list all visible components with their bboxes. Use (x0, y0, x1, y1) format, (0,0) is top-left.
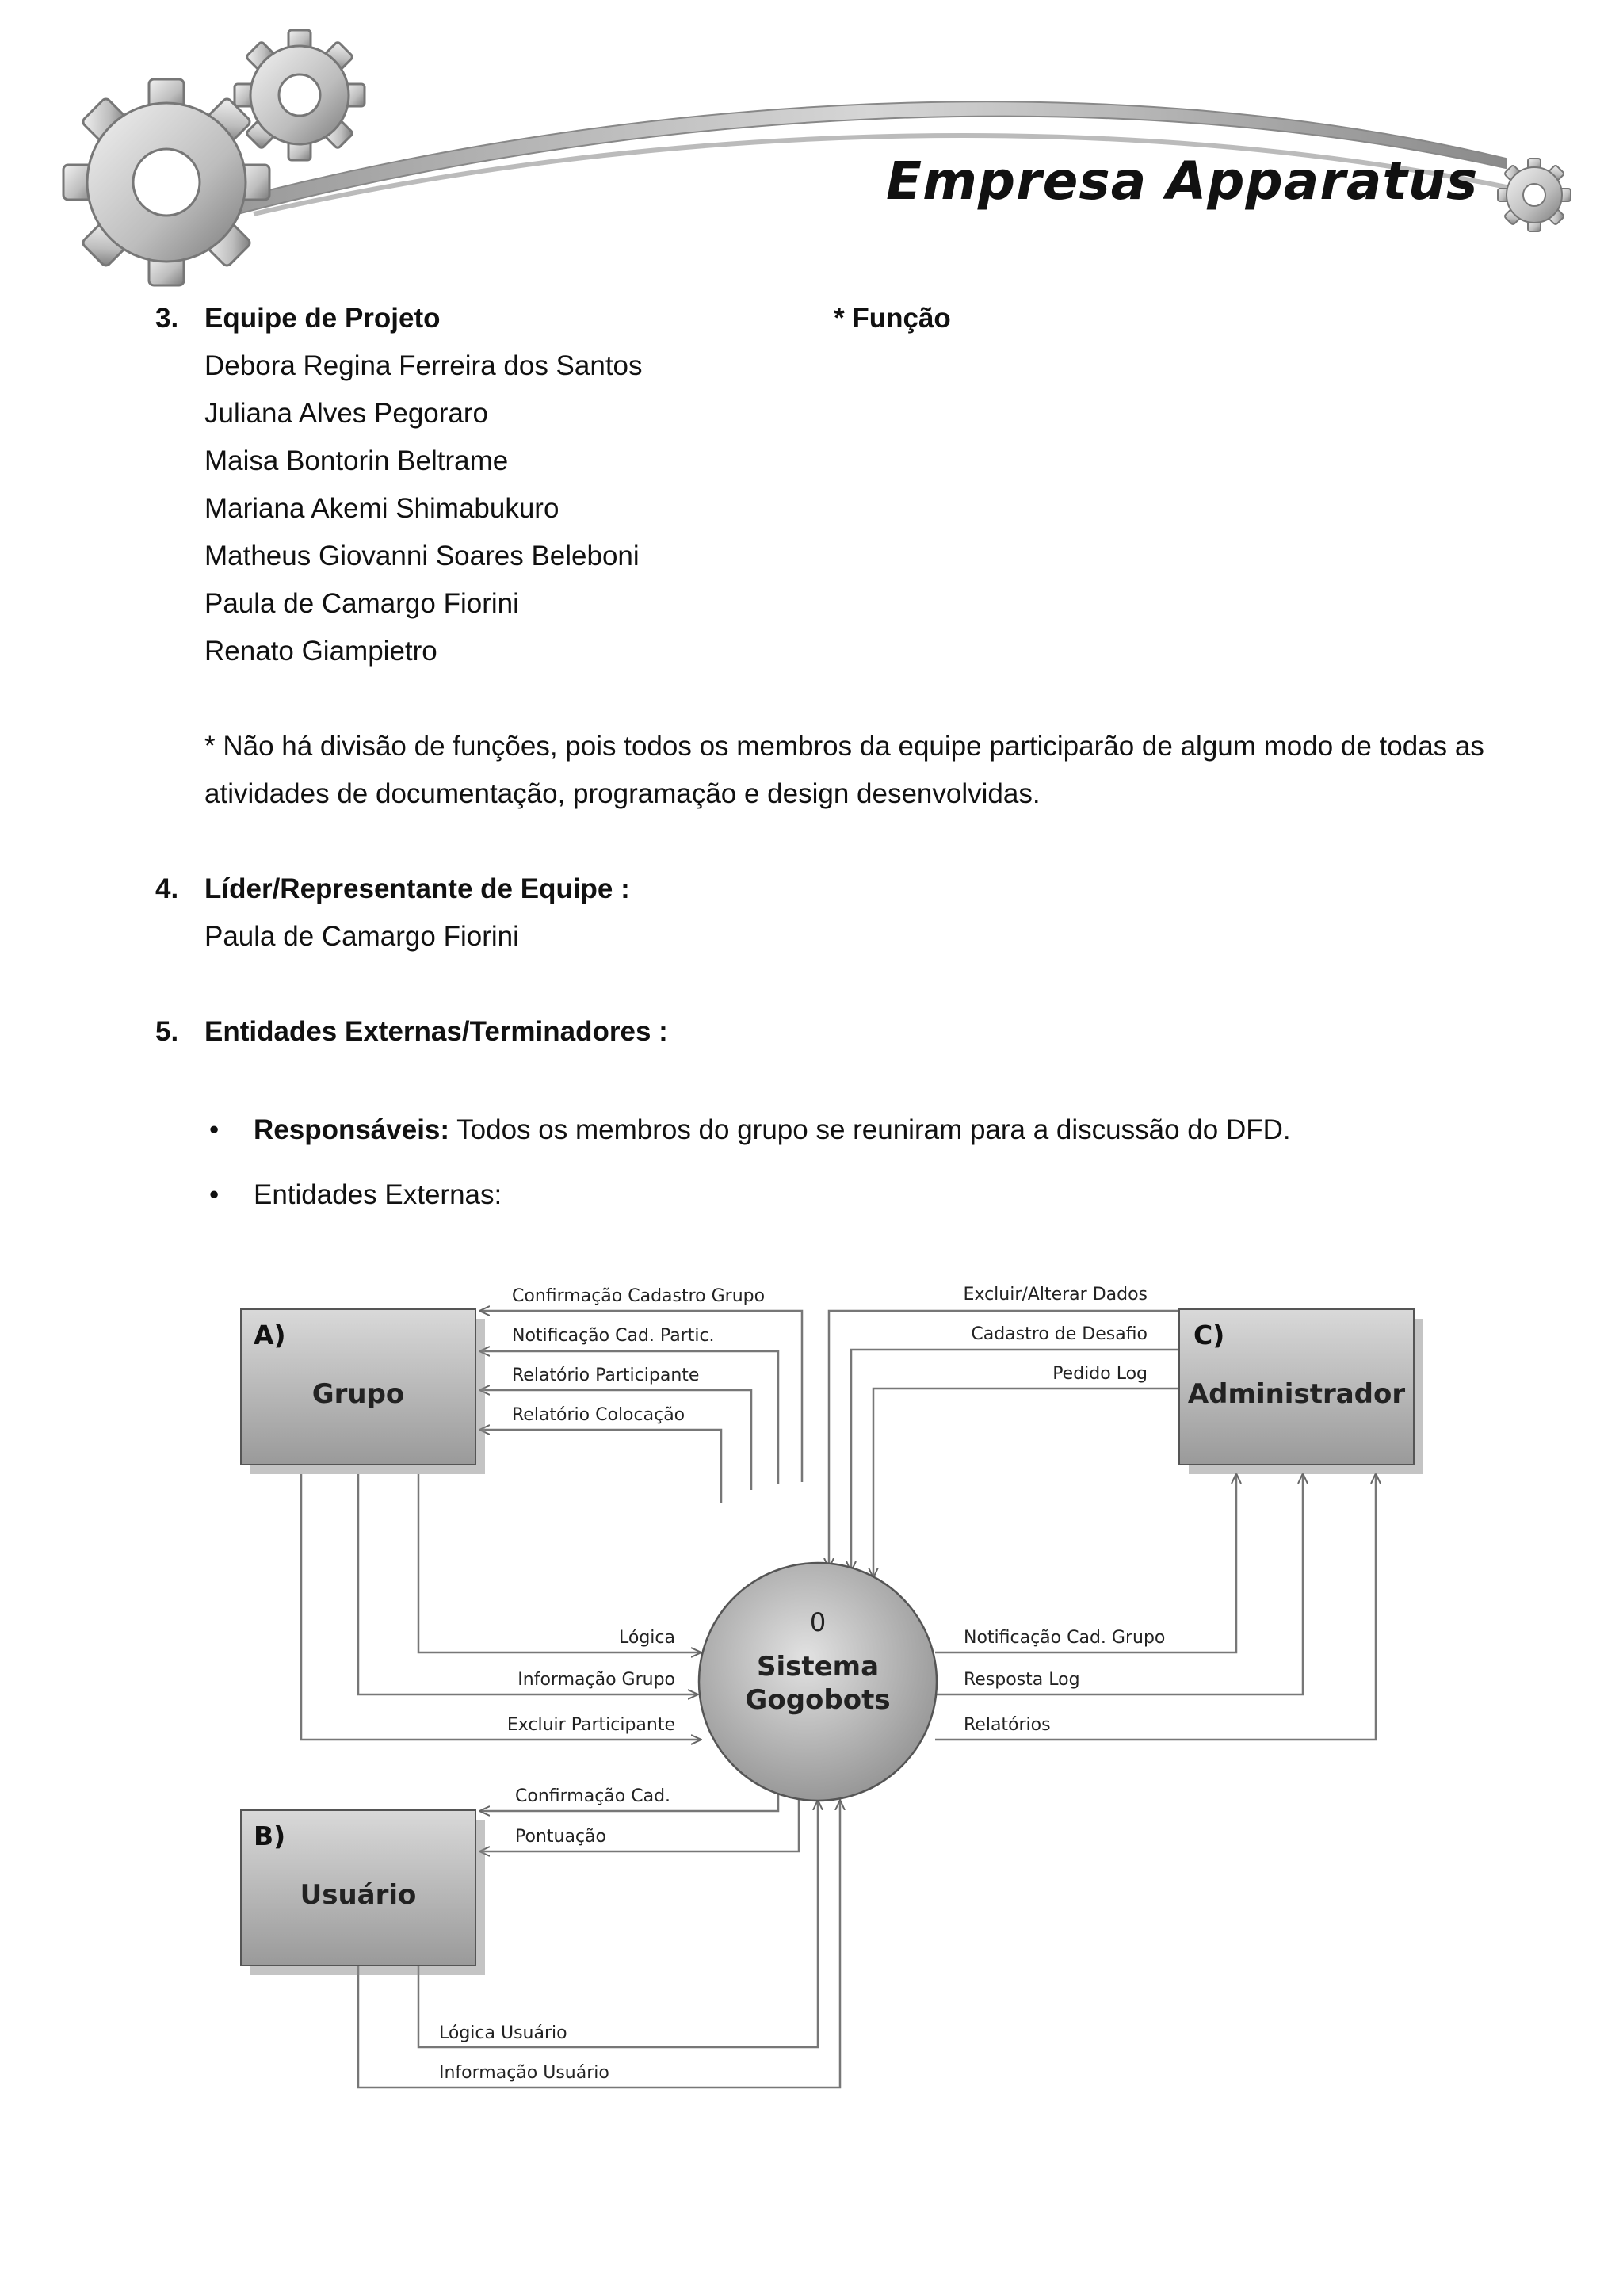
member-name: Renato Giampietro (204, 636, 437, 667)
flow-label: Notificação Cad. Grupo (964, 1628, 1165, 1648)
entity-usuario: B) Usuário (240, 1809, 485, 1975)
brand-title: Empresa Apparatus (886, 151, 1479, 212)
gear-icon-small (233, 29, 366, 162)
entity-grupo: A) Grupo (240, 1308, 485, 1474)
process-line2: Gogobots (745, 1684, 890, 1716)
page-header: Empresa Apparatus (0, 0, 1623, 309)
flow-label: Excluir Participante (507, 1715, 675, 1735)
flow-lines (300, 1311, 1376, 2089)
flow-label: Lógica (619, 1628, 675, 1648)
flow-label: Confirmação Cad. (515, 1786, 670, 1806)
entity-admin-name: Administrador (1188, 1378, 1405, 1410)
process-number: 0 (810, 1607, 826, 1637)
flow-label: Confirmação Cadastro Grupo (512, 1286, 765, 1306)
process-line1: Sistema (757, 1651, 879, 1683)
flow-labels: Confirmação Cadastro Grupo Notificação C… (439, 1285, 1165, 2083)
flow-label: Relatórios (964, 1715, 1051, 1735)
bullet-icon: • (209, 1114, 220, 1145)
section4-number: 4. (155, 873, 179, 904)
flow-label: Informação Usuário (439, 2063, 609, 2083)
member-name: Mariana Akemi Shimabukuro (204, 493, 559, 524)
member-name: Juliana Alves Pegoraro (204, 398, 488, 429)
flow-label: Resposta Log (964, 1670, 1080, 1690)
member-name: Debora Regina Ferreira dos Santos (204, 350, 643, 381)
flow-label: Lógica Usuário (439, 2023, 567, 2043)
flow-label: Pontuação (515, 1827, 606, 1847)
entity-administrador: C) Administrador (1178, 1308, 1423, 1474)
member-name: Maisa Bontorin Beltrame (204, 445, 509, 476)
member-name: Paula de Camargo Fiorini (204, 588, 519, 619)
dfd-diagram: A) Grupo B) Usuário C) Administrador 0 S… (222, 1260, 1426, 2108)
flow-label: Pedido Log (1052, 1364, 1148, 1384)
section5-number: 5. (155, 1016, 179, 1047)
entity-usuario-letter: B) (254, 1820, 285, 1851)
funcao-column-title: * Função (834, 303, 951, 334)
role-note-line1: * Não há divisão de funções, pois todos … (204, 731, 1484, 762)
flow-label: Cadastro de Desafio (971, 1324, 1148, 1344)
flow-label: Notificação Cad. Partic. (512, 1326, 715, 1346)
flow-label: Relatório Colocação (512, 1405, 685, 1425)
entity-admin-letter: C) (1193, 1320, 1224, 1350)
section4-title: Líder/Representante de Equipe : (204, 873, 630, 904)
gear-icon-large (62, 78, 271, 287)
responsaveis-label: Responsáveis: (254, 1114, 450, 1145)
flow-label: Relatório Participante (512, 1366, 699, 1385)
swoosh-decoration (237, 101, 1507, 216)
section3-number: 3. (155, 303, 179, 334)
gear-icon-tiny (1497, 158, 1571, 232)
leader-name: Paula de Camargo Fiorini (204, 921, 519, 952)
entity-grupo-letter: A) (254, 1320, 286, 1350)
entity-grupo-name: Grupo (312, 1378, 405, 1410)
dfd-canvas: A) Grupo B) Usuário C) Administrador 0 S… (240, 1285, 1423, 2089)
responsaveis-line: Responsáveis: Todos os membros do grupo … (254, 1106, 1291, 1154)
header-decoration (62, 29, 1571, 287)
entidades-externas-line: Entidades Externas: (254, 1179, 502, 1210)
section3-title: Equipe de Projeto (204, 303, 441, 334)
member-name: Matheus Giovanni Soares Beleboni (204, 541, 640, 571)
flow-label: Excluir/Alterar Dados (964, 1285, 1148, 1305)
bullet-icon: • (209, 1179, 220, 1210)
responsaveis-text: Todos os membros do grupo se reuniram pa… (449, 1114, 1291, 1145)
role-note-line2: atividades de documentação, programação … (204, 778, 1041, 809)
process-sistema-gogobots: 0 Sistema Gogobots (697, 1561, 938, 1802)
flow-label: Informação Grupo (517, 1670, 675, 1690)
entity-usuario-name: Usuário (300, 1879, 417, 1911)
section5-title: Entidades Externas/Terminadores : (204, 1016, 668, 1047)
